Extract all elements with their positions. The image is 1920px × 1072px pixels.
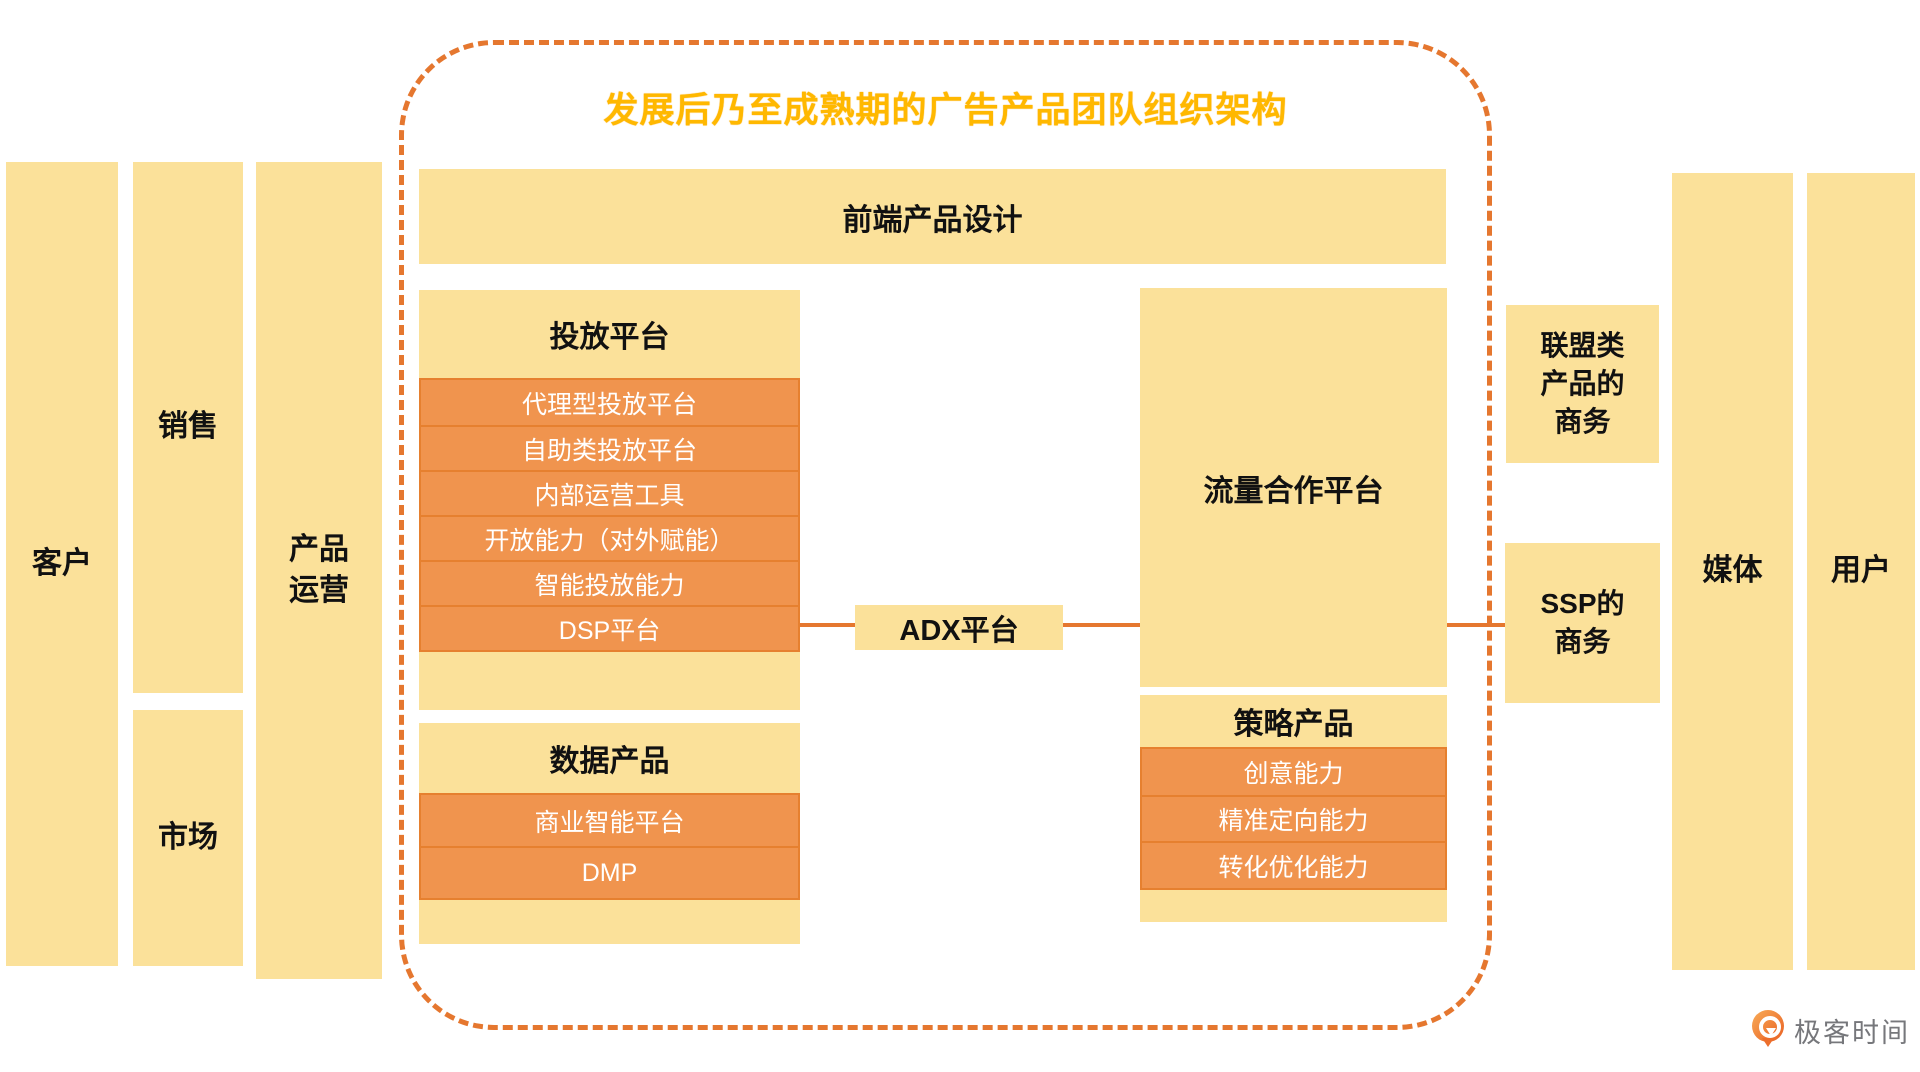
adx-platform-box: ADX平台: [855, 605, 1063, 650]
connector-dsp-adx: [800, 623, 856, 627]
traffic-platform-block: 流量合作平台: [1140, 288, 1447, 687]
column-customer-label: 客户: [32, 546, 92, 580]
alliance-business-box: 联盟类 产品的 商务: [1506, 305, 1659, 463]
column-customer: 客户: [6, 162, 118, 966]
connector-adx-traffic: [1062, 623, 1142, 627]
delivery-platform-block: 投放平台 代理型投放平台 自助类投放平台 内部运营工具 开放能力（对外赋能） 智…: [419, 290, 800, 710]
connector-traffic-ssp: [1447, 623, 1507, 627]
ssp-business-box: SSP的 商务: [1505, 543, 1660, 703]
strategy-product-block: 策略产品 创意能力 精准定向能力 转化优化能力: [1140, 695, 1447, 922]
delivery-row-agency: 代理型投放平台: [421, 380, 798, 425]
delivery-row-selfserve: 自助类投放平台: [421, 425, 798, 470]
column-sales-label: 销售: [158, 410, 218, 444]
column-user: 用户: [1807, 173, 1915, 970]
delivery-row-open-capability: 开放能力（对外赋能）: [421, 515, 798, 560]
delivery-platform-rows: 代理型投放平台 自助类投放平台 内部运营工具 开放能力（对外赋能） 智能投放能力…: [419, 378, 800, 652]
strategy-row-conversion: 转化优化能力: [1142, 841, 1445, 888]
column-product-ops-label: 产品 运营: [289, 533, 349, 607]
front-product-design-bar: 前端产品设计: [419, 169, 1446, 264]
data-product-header: 数据产品: [549, 745, 670, 778]
column-user-label: 用户: [1831, 554, 1891, 588]
strategy-product-rows: 创意能力 精准定向能力 转化优化能力: [1140, 747, 1447, 890]
column-media-label: 媒体: [1702, 554, 1763, 588]
column-sales: 销售: [133, 162, 243, 693]
diagram-title: 发展后乃至成熟期的广告产品团队组织架构: [603, 91, 1288, 130]
delivery-platform-header: 投放平台: [549, 321, 670, 354]
delivery-row-internal-tools: 内部运营工具: [421, 470, 798, 515]
strategy-product-header: 策略产品: [1233, 708, 1354, 741]
geektime-logo-icon: [1752, 1010, 1786, 1050]
strategy-row-targeting: 精准定向能力: [1142, 795, 1445, 841]
data-product-block: 数据产品 商业智能平台 DMP: [419, 723, 800, 944]
data-row-bi: 商业智能平台: [421, 795, 798, 846]
data-row-dmp: DMP: [421, 846, 798, 898]
column-product-ops: 产品 运营: [256, 162, 382, 979]
delivery-row-dsp: DSP平台: [421, 605, 798, 650]
data-product-rows: 商业智能平台 DMP: [419, 793, 800, 900]
delivery-row-smart-delivery: 智能投放能力: [421, 560, 798, 605]
strategy-row-creative: 创意能力: [1142, 749, 1445, 795]
column-market: 市场: [133, 710, 243, 966]
geektime-logo-text: 极客时间: [1794, 1017, 1910, 1048]
column-media: 媒体: [1672, 173, 1793, 970]
dashed-boundary: [399, 40, 1492, 1030]
column-market-label: 市场: [158, 820, 218, 854]
geektime-logo: 极客时间: [1752, 1010, 1910, 1050]
